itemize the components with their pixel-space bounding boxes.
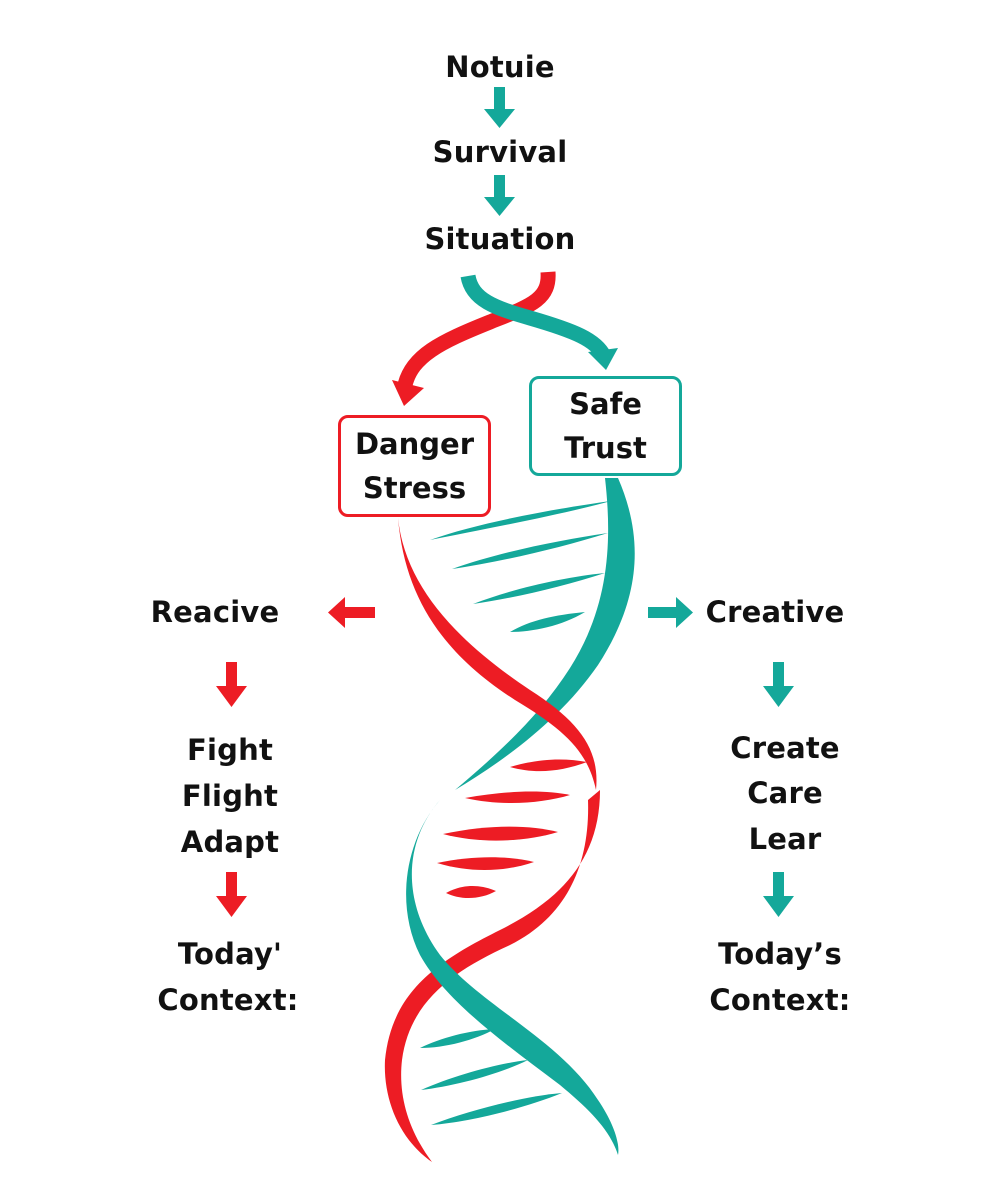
dna-rung: [431, 1093, 562, 1125]
response-adapt: Adapt: [180, 825, 280, 859]
dna-strand-red-lower: [384, 790, 600, 1162]
response-fight: Fight: [186, 733, 274, 767]
left-context-line1: Today': [177, 937, 283, 971]
dna-rung: [510, 612, 585, 632]
right-context-line1: Today’s: [718, 937, 842, 971]
red-left-arrow-icon: [328, 597, 375, 628]
teal-right-arrow-icon: [648, 597, 693, 628]
response-lear: Lear: [748, 822, 822, 856]
dna-rung: [420, 1029, 495, 1048]
safe-trust-box: Safe Trust: [529, 376, 682, 476]
dna-rung: [443, 826, 558, 841]
response-care: Care: [747, 776, 823, 810]
red-down-arrow-icon: [216, 872, 247, 917]
teal-down-arrow-icon: [484, 87, 515, 128]
dna-rungs-upper: [430, 501, 611, 632]
left-context-line2: Context:: [157, 983, 299, 1017]
chain-label-survival: Survival: [432, 135, 568, 169]
dna-strand-teal-upper: [455, 478, 635, 790]
dna-rung: [421, 1060, 528, 1090]
dna-rungs-middle: [437, 759, 587, 899]
dna-rung: [430, 501, 611, 540]
red-curved-arrow-icon: [392, 271, 556, 406]
dna-rung: [446, 885, 496, 899]
teal-curved-arrow-icon: [460, 274, 618, 370]
dna-rung: [465, 791, 570, 804]
dna-rungs-lower: [420, 1029, 562, 1125]
dna-rung: [437, 857, 534, 871]
stress-label: Stress: [362, 471, 467, 505]
right-context-line2: Context:: [709, 983, 851, 1017]
reactive-heading: Reacive: [150, 595, 280, 629]
response-flight: Flight: [181, 779, 279, 813]
safe-label: Safe: [569, 387, 642, 421]
chain-label-notuie: Notuie: [445, 50, 555, 84]
chain-label-situation: Situation: [424, 222, 576, 256]
red-down-arrow-icon: [216, 662, 247, 707]
creative-heading: Creative: [705, 595, 845, 629]
danger-stress-box: Danger Stress: [338, 415, 491, 517]
dna-rung: [452, 533, 608, 569]
teal-down-arrow-icon: [763, 872, 794, 917]
dna-rung: [473, 573, 605, 604]
dna-rung: [510, 759, 587, 772]
response-create: Create: [730, 731, 840, 765]
danger-label: Danger: [354, 427, 475, 461]
teal-down-arrow-icon: [763, 662, 794, 707]
teal-down-arrow-icon: [484, 175, 515, 216]
trust-label: Trust: [564, 431, 647, 465]
dna-strand-teal-lower: [406, 800, 619, 1155]
